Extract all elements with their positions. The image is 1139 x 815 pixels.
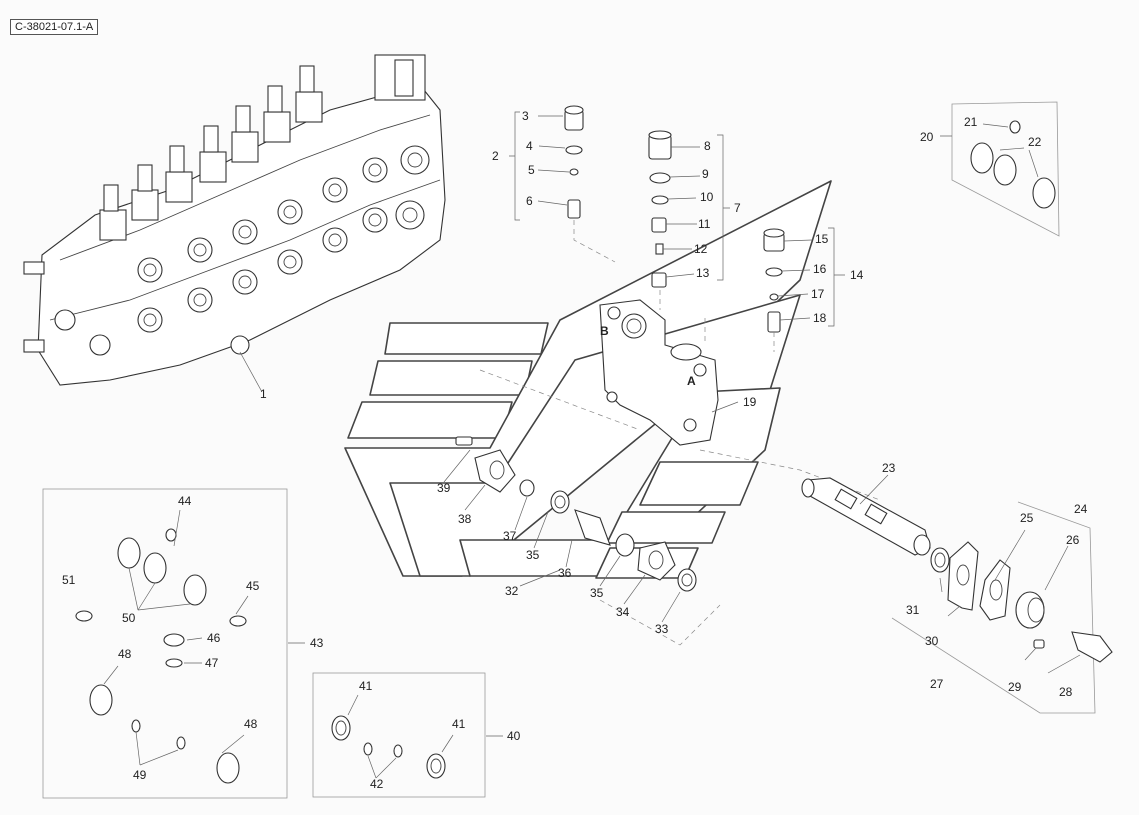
- spool-sections: [99, 65, 323, 241]
- callout-14: 14: [850, 268, 864, 282]
- callout-17: 17: [811, 287, 825, 301]
- callout-3: 3: [522, 109, 529, 123]
- callout-6: 6: [526, 194, 533, 208]
- callout-46: 46: [207, 631, 221, 645]
- seal-kit-40: [312, 672, 503, 798]
- callout-41a: 41: [359, 679, 373, 693]
- callout-19: 19: [743, 395, 757, 409]
- callout-42: 42: [370, 777, 384, 791]
- callout-22: 22: [1028, 135, 1042, 149]
- callout-38: 38: [458, 512, 472, 526]
- callout-23: 23: [882, 461, 896, 475]
- callout-28: 28: [1059, 685, 1073, 699]
- center-fittings: [443, 436, 721, 646]
- callout-49: 49: [133, 768, 147, 782]
- drawing-reference-code: C-38021-07.1-A: [10, 19, 99, 35]
- relief-valve-kit-14: [704, 227, 845, 352]
- callout-47: 47: [205, 656, 219, 670]
- callout-50: 50: [122, 611, 136, 625]
- callout-20: 20: [920, 130, 934, 144]
- callout-1: 1: [260, 387, 267, 401]
- seal-kit-43: [42, 488, 305, 799]
- callout-12: 12: [694, 242, 708, 256]
- callout-33: 33: [655, 622, 669, 636]
- callout-15: 15: [815, 232, 829, 246]
- callout-5: 5: [528, 163, 535, 177]
- end-cap-assembly: [891, 501, 1113, 714]
- callout-27: 27: [930, 677, 944, 691]
- callout-18: 18: [813, 311, 827, 325]
- callout-16: 16: [813, 262, 827, 276]
- callout-36: 36: [558, 566, 572, 580]
- callout-10: 10: [700, 190, 714, 204]
- callout-34: 34: [616, 605, 630, 619]
- connector-19: [479, 369, 881, 501]
- relief-valve-kit-2: [509, 105, 616, 263]
- callout-40: 40: [507, 729, 521, 743]
- callout-29: 29: [1008, 680, 1022, 694]
- callout-7: 7: [734, 201, 741, 215]
- callout-32: 32: [505, 584, 519, 598]
- callout-43: 43: [310, 636, 324, 650]
- callout-30: 30: [925, 634, 939, 648]
- callout-35a: 35: [526, 548, 540, 562]
- callout-48a: 48: [118, 647, 132, 661]
- callout-labels: 1 2 3 4 5 6 7 8 9 10 11 12 13 14 15 16 1…: [62, 109, 1088, 791]
- watermark-logo: [344, 180, 832, 579]
- callout-25: 25: [1020, 511, 1034, 525]
- relief-valve-kit-7: [648, 130, 730, 310]
- port-a-label: A: [687, 374, 696, 388]
- callout-11: 11: [698, 217, 711, 231]
- center-manifold-block: B A: [599, 299, 719, 446]
- callout-35b: 35: [590, 586, 604, 600]
- callout-44: 44: [178, 494, 192, 508]
- callout-21: 21: [964, 115, 978, 129]
- callout-39: 39: [437, 481, 451, 495]
- callout-26: 26: [1066, 533, 1080, 547]
- seal-kit-20: [940, 101, 1060, 237]
- callout-48b: 48: [244, 717, 258, 731]
- callout-24: 24: [1074, 502, 1088, 516]
- callout-9: 9: [702, 167, 709, 181]
- callout-37: 37: [503, 529, 517, 543]
- callout-41b: 41: [452, 717, 466, 731]
- port-b-label: B: [600, 324, 609, 338]
- callout-2: 2: [492, 149, 499, 163]
- callout-13: 13: [696, 266, 710, 280]
- spool-23: [801, 474, 931, 556]
- callout-45: 45: [246, 579, 260, 593]
- callout-4: 4: [526, 139, 533, 153]
- callout-51: 51: [62, 573, 76, 587]
- callout-31: 31: [906, 603, 920, 617]
- port-bosses: [54, 145, 430, 356]
- valve-bank-assembly: [23, 54, 446, 393]
- callout-8: 8: [704, 139, 711, 153]
